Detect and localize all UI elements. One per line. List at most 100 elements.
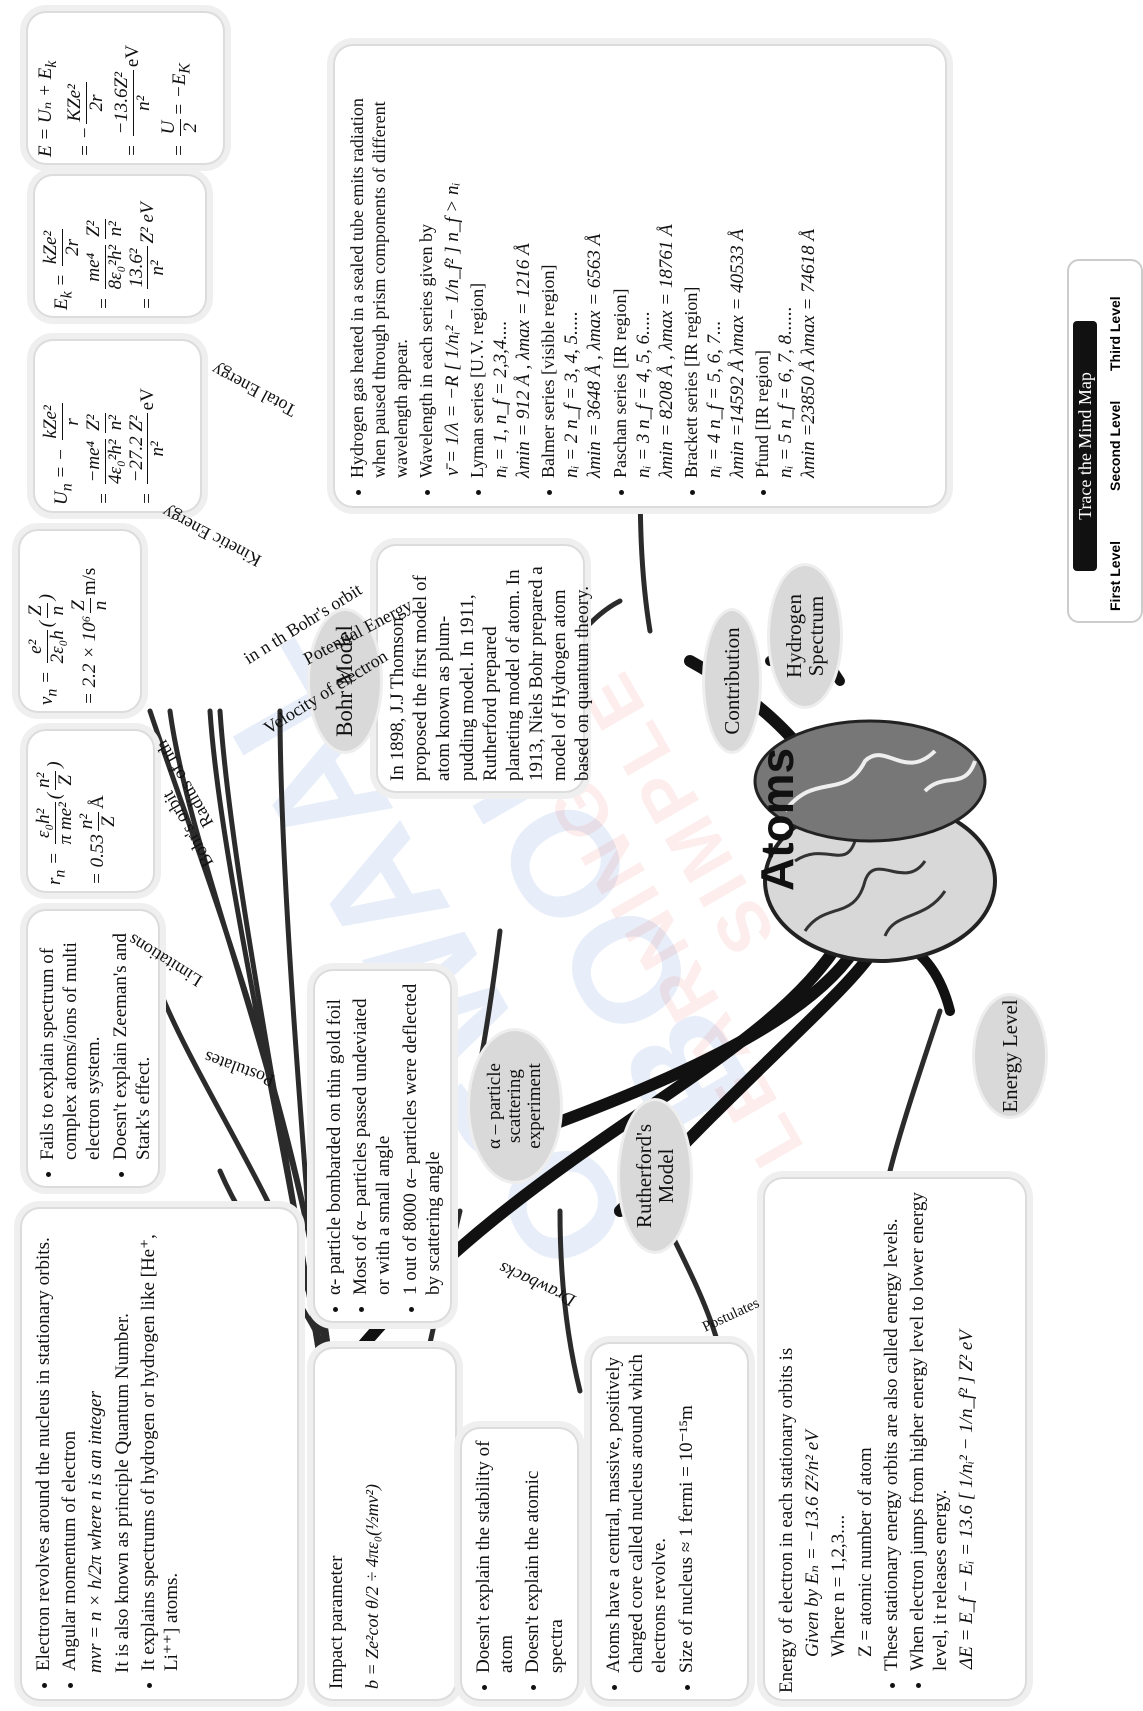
- velocity-den1b: n: [48, 603, 69, 618]
- postulate-item: Electron revolves around the nucleus in …: [32, 1219, 55, 1671]
- potential-line1: U: [51, 491, 72, 505]
- velocity-num1b: Z: [26, 603, 48, 618]
- potential-num3: −27.2 Z²: [127, 413, 149, 484]
- node-alpha-scattering[interactable]: α – particle scattering experiment: [470, 1031, 560, 1181]
- radius-num1b: n²: [34, 771, 56, 790]
- kinetic-den1: 2r: [63, 229, 84, 266]
- series-range: λmin =23850 Å λmax = 74618 Å: [797, 56, 820, 478]
- contribution-text: In 1898, J.J Thomson proposed the first …: [386, 556, 595, 781]
- total-energy-num3: U: [159, 119, 181, 137]
- rutherford-item: Size of nucleus ≈ 1 fermi = 10⁻¹⁵m: [675, 1350, 698, 1673]
- velocity-box: vn = e²2ε₀h(Zn) = 2.2 × 10⁶Znm/s: [20, 531, 140, 711]
- impact-formula: b = Ze²cot θ/2 ÷ 4πε₀(½mv²): [362, 1359, 384, 1689]
- kinetic-tail: Z² eV: [136, 202, 157, 243]
- series-name: Brackett series [IR region]: [681, 56, 703, 478]
- series-item: Balmer series [visible region]nᵢ = 2 n_f…: [538, 56, 606, 478]
- velocity-line1: v: [36, 697, 57, 705]
- legend-third-level: Third Level: [1107, 296, 1123, 371]
- kinetic-num1: kZe²: [41, 229, 63, 266]
- drawback-item: Doesn't explain the stability of atom: [472, 1435, 518, 1673]
- total-energy-line2: = −: [75, 127, 96, 157]
- total-energy-den: 2r: [87, 82, 108, 123]
- line-energy-box: [890, 1011, 940, 1171]
- energy-z: Z = atomic number of atom: [854, 1189, 877, 1657]
- potential-den3: n²: [148, 413, 169, 484]
- node-energy-level[interactable]: Energy Level: [975, 996, 1045, 1116]
- total-energy-unit: eV: [122, 45, 143, 67]
- total-energy-line1: E = U: [35, 109, 56, 157]
- postulates-list: Electron revolves around the nucleus in …: [32, 1219, 81, 1693]
- kinetic-num2: me⁴: [84, 245, 106, 290]
- velocity-unit: m/s: [79, 568, 100, 595]
- energy-where: Where n = 1,2,3....: [827, 1189, 850, 1657]
- spectrum-intro: Hydrogen gas heated in a sealed tube emi…: [347, 56, 413, 478]
- potential-unit: eV: [136, 388, 157, 410]
- contribution-box: In 1898, J.J Thomson proposed the first …: [378, 546, 583, 791]
- series-name: Pfund [IR region]: [752, 56, 774, 478]
- energy-intro: Energy of electron in each stationary or…: [775, 1189, 798, 1693]
- rutherford-box: Atoms have a central, massive, positivel…: [592, 1344, 747, 1699]
- impact-title: Impact parameter: [325, 1359, 348, 1689]
- alpha-item: Most of α– particles passed undeviated o…: [349, 979, 395, 1295]
- spectrum-list: Hydrogen gas heated in a sealed tube emi…: [347, 56, 438, 500]
- series-range: λmin = 3648 Å , λmax = 6563 Å: [583, 56, 606, 478]
- explains-text: It explains spectrums of hydrogen or hyd…: [137, 1219, 183, 1671]
- energy-item: When electron jumps from higher energy l…: [906, 1189, 952, 1671]
- velocity-den1: 2ε₀h: [48, 630, 69, 663]
- radius-line2: = 0.53: [87, 834, 108, 885]
- kinetic-den2: 8ε₀²h²: [106, 245, 127, 290]
- radius-box: rn = ε₀h²π me²(n²Z) = 0.53n²ZÅ: [28, 731, 153, 891]
- series-range: λmin = 8208 Å , λmax = 18761 Å: [655, 56, 678, 478]
- series-levels: nᵢ = 5 n_f = 6, 7, 8......: [774, 56, 797, 478]
- total-energy-num2: −13.6Z²: [112, 70, 134, 136]
- potential-num2: −me⁴: [84, 439, 106, 485]
- postulates-box: Electron revolves around the nucleus in …: [22, 1209, 297, 1699]
- radius-den2: Z: [99, 812, 120, 831]
- legend: Trace the Mind Map First Level Second Le…: [1069, 261, 1141, 621]
- velocity-num2: Z: [69, 598, 91, 613]
- energy-given: Given by Eₙ = −13.6 Z²/n² eV: [801, 1189, 824, 1657]
- energy-list: These stationary energy orbits are also …: [880, 1189, 953, 1693]
- series-name: Paschan series [IR region]: [610, 56, 632, 478]
- radius-unit: Å: [87, 795, 108, 809]
- kinetic-den2b: n²: [106, 219, 127, 239]
- node-rutherford-model[interactable]: Rutherford's Model: [620, 1101, 690, 1251]
- velocity-den2: n: [91, 598, 112, 613]
- node-hydrogen-spectrum[interactable]: Hydrogen Spectrum: [770, 566, 840, 706]
- potential-num1: kZe²: [41, 403, 63, 440]
- spectrum-wavelength: Wavelength in each series given by: [416, 56, 438, 478]
- energy-item: These stationary energy orbits are also …: [880, 1189, 903, 1671]
- total-energy-den3: 2: [181, 119, 202, 137]
- kinetic-num2b: Z²: [84, 219, 106, 239]
- series-levels: nᵢ = 2 n_f = 3, 4, 5.....: [560, 56, 583, 478]
- series-list: Lyman series [U.V. region]nᵢ = 1, n_f = …: [467, 56, 820, 500]
- velocity-num1: e²: [26, 630, 48, 663]
- series-levels: nᵢ = 1, n_f = 2,3,4....: [489, 56, 512, 478]
- limitation-item: Fails to explain spectrum of complex ato…: [36, 919, 106, 1160]
- series-range: λmin = 912 Å , λmax = 1216 Å: [512, 56, 535, 478]
- alpha-item: 1 out of 8000 α– particles were deflecte…: [399, 979, 445, 1295]
- radius-den1b: Z: [56, 771, 77, 790]
- drawback-item: Doesn't explain the atomic spectra: [521, 1435, 567, 1673]
- limitations-list: Fails to explain spectrum of complex ato…: [36, 919, 155, 1182]
- alpha-item: α- particle bombarded on thin gold foil: [323, 979, 346, 1295]
- spectrum-box: Hydrogen gas heated in a sealed tube emi…: [335, 46, 945, 506]
- wavelength-formula: ν̄ = 1/λ = −R [ 1/nᵢ² − 1/n_f² ] n_f > n…: [441, 56, 464, 476]
- series-item: Pfund [IR region]nᵢ = 5 n_f = 6, 7, 8...…: [752, 56, 820, 478]
- series-item: Lyman series [U.V. region]nᵢ = 1, n_f = …: [467, 56, 535, 478]
- alpha-box: α- particle bombarded on thin gold foil …: [315, 971, 450, 1321]
- energy-level-box: Energy of electron in each stationary or…: [765, 1179, 1025, 1699]
- central-title: Atoms: [750, 748, 804, 891]
- series-levels: nᵢ = 4 n_f = 5, 6, 7...: [703, 56, 726, 478]
- impact-box: Impact parameter b = Ze²cot θ/2 ÷ 4πε₀(½…: [315, 1349, 455, 1699]
- potential-den1: r: [63, 403, 84, 440]
- total-energy-den2: n²: [134, 70, 155, 136]
- kinetic-den3: n²: [148, 246, 169, 289]
- radius-num2: n²: [77, 812, 99, 831]
- drawbacks-box: Doesn't explain the stability of atom Do…: [462, 1429, 577, 1699]
